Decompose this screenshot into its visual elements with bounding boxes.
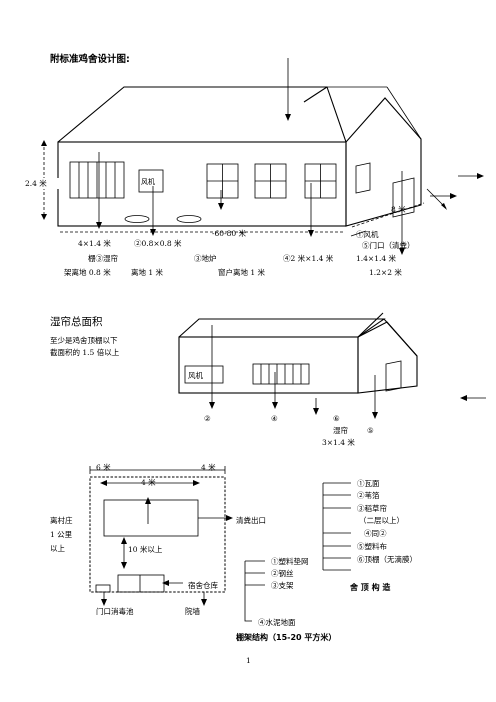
roof-layer-3-note: （二层以上） [359, 516, 404, 525]
house-plan [103, 499, 199, 537]
left-text-1: 离村庄 [50, 515, 73, 525]
rack-structure-bracket [244, 561, 252, 622]
caption-side-window-size: 1.4×1.4 米 [356, 253, 397, 263]
rack-layer-4: ④水泥地面 [258, 617, 296, 627]
floor-opening [124, 215, 150, 223]
roof-layer-4: ④同② [364, 529, 387, 538]
house-perspective-figure: 风机 2.4 米 -60-80 [24, 58, 484, 277]
rack-layer-2: ②钢丝 [271, 568, 294, 578]
mark-6: ⑥ [333, 414, 340, 423]
site-plan-figure: 6 米 4 米 4 米 清粪出口 离村庄 1 公里 以上 10 米以上 宿舍仓库… [50, 462, 266, 616]
roof-layer-1: ①瓦面 [357, 479, 380, 488]
rack-structure-figure: ①塑料垫网 ②钢丝 ③支架 ④水泥地面 棚架结构（15-20 平方米） [236, 556, 336, 642]
front-wall [57, 141, 347, 227]
mark-2: ② [204, 414, 211, 423]
fan-box-2 [184, 365, 224, 384]
dim-6m: 6 米 [96, 462, 111, 472]
wet-curtain-note-1: 至少是鸡舍顶棚以下 [50, 335, 118, 345]
fan-label-2: 风机 [188, 370, 203, 380]
caption-fan-size: ②0.8×0.8 米 [134, 238, 182, 248]
gate-pool-label: 门口消毒池 [96, 606, 134, 616]
page-title: 附标准鸡舍设计图: [50, 53, 130, 65]
side-width-dimension [351, 202, 425, 228]
dim-4m-top: 4 米 [141, 477, 156, 487]
roof-layer-3: ③稻草帘 [357, 503, 387, 513]
front-wall-2 [178, 336, 359, 394]
storage-label: 宿舍仓库 [188, 580, 218, 590]
curtain-size: 3×1.4 米 [322, 437, 355, 447]
roof-layer-5: ⑤塑料布 [357, 541, 387, 551]
mark-5: ⑤ [367, 426, 374, 435]
rack-layer-3: ③支架 [271, 580, 294, 590]
fan-label: 风机 [141, 177, 155, 186]
dim-10m: 10 米以上 [128, 544, 163, 554]
page-number: 1 [246, 656, 251, 665]
roof-gable-line [303, 86, 328, 103]
height-label: 2.4 米 [25, 178, 47, 188]
length-label: -60-80 米 [212, 228, 247, 238]
storage-building [117, 574, 165, 593]
roof-outline-2 [178, 318, 386, 338]
yard-wall-label: 院墙 [185, 606, 200, 616]
floor-opening [176, 215, 202, 223]
roof-slope-2 [357, 312, 384, 338]
caption-fan: ①风机 [356, 229, 379, 239]
gable-end-2 [357, 321, 418, 394]
roof-structure-figure: ①瓦面 ②苇箔 ③稻草帘 （二层以上） ④同② ⑤塑料布 ⑥顶棚（无滴膜） 舍 … [322, 479, 417, 592]
wet-curtain-note-2: 截面积的 1.5 倍以上 [50, 347, 120, 357]
roof-layer-6: ⑥顶棚（无滴膜） [357, 554, 417, 564]
rack-layer-1: ①塑料垫网 [271, 556, 309, 566]
side-door-2 [385, 360, 402, 392]
windows [206, 162, 371, 199]
fan-box [138, 169, 164, 193]
gable-end-wall [345, 97, 422, 227]
manure-exit-label: 清粪出口 [236, 515, 266, 525]
caption-wet-curtain-size: 4×1.4 米 [78, 238, 111, 248]
roof-structure-title: 舍 顶 构 造 [350, 582, 390, 592]
caption-furnace: ③地炉 [194, 253, 217, 263]
wet-curtain-title: 湿帘总面积 [50, 315, 103, 328]
wet-curtain-2 [252, 363, 310, 385]
roof-front-outline [57, 86, 347, 143]
wet-curtain-figure: 湿帘总面积 至少是鸡舍顶棚以下 截面积的 1.5 倍以上 风机 ② ④ ⑥ 湿帘… [50, 312, 486, 447]
side-door [392, 177, 415, 218]
caption-rack-height: 架离地 0.8 米 [64, 267, 111, 277]
caption-furnace-height: 离地 1 米 [131, 267, 164, 277]
roof-layer-2: ②苇箔 [357, 490, 380, 500]
rack-structure-title: 棚架结构（15-20 平方米） [236, 632, 336, 642]
disinfection-pool [95, 584, 111, 593]
curtain-label: 湿帘 [333, 425, 348, 435]
caption-door: ⑤门口（清粪） [362, 240, 415, 250]
roof-right-edge [386, 86, 422, 140]
side-window [355, 162, 371, 194]
mark-4: ④ [271, 414, 278, 423]
caption-door-size: 1.2×2 米 [369, 267, 402, 277]
dim-4m-right: 4 米 [201, 462, 216, 472]
left-text-3: 以上 [50, 544, 65, 553]
caption-window-size: ④2 米×1.4 米 [283, 253, 334, 263]
side-width-label: 8 米 [391, 204, 406, 214]
caption-window-height: 窗户离地 1 米 [218, 267, 266, 277]
left-text-2: 1 公里 [50, 530, 73, 539]
caption-rack-curtain: 棚③湿帘 [88, 253, 118, 263]
